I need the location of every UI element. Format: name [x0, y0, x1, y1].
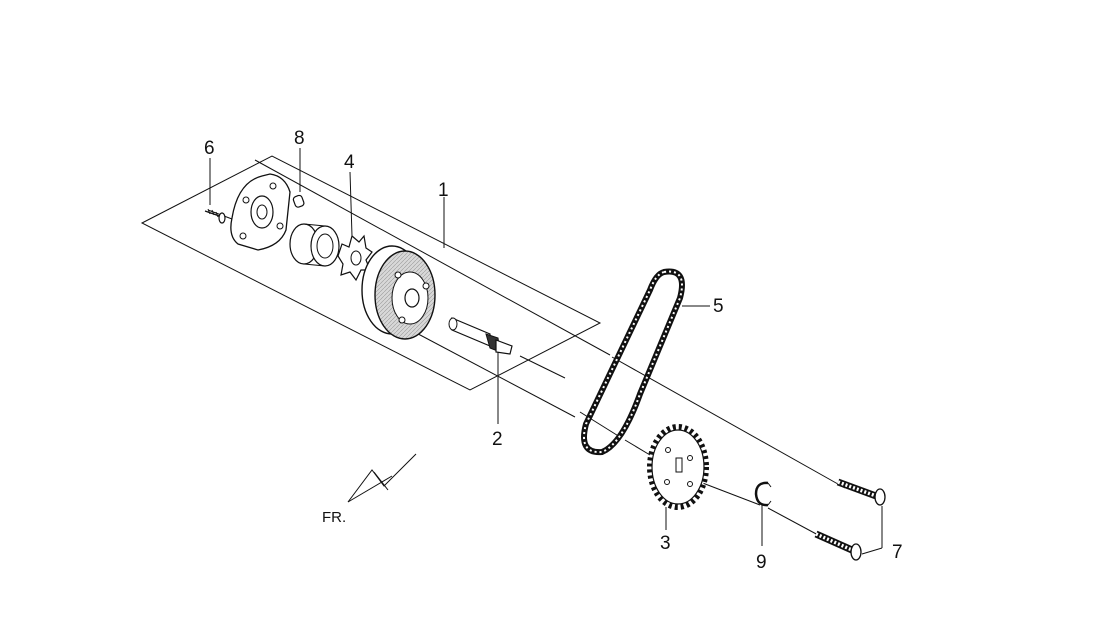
screw-part-6 — [204, 208, 226, 224]
pump-shaft-part-2 — [448, 317, 513, 355]
assembly-axis-lines — [207, 159, 846, 537]
assembly-outline-1 — [140, 155, 602, 391]
callout-4: 4 — [344, 152, 355, 173]
callout-1: 1 — [438, 180, 449, 201]
leader-lines — [209, 148, 883, 555]
pump-cover — [230, 173, 291, 251]
outer-rotor — [289, 223, 340, 267]
drive-chain-part-5 — [581, 268, 685, 456]
callout-9: 9 — [756, 552, 767, 573]
callout-7: 7 — [892, 542, 903, 563]
inner-rotor-part-4 — [337, 234, 373, 282]
bolt-upper-part-7 — [836, 478, 886, 506]
sprocket-part-3 — [647, 424, 709, 510]
front-direction-label: FR. — [322, 509, 346, 526]
callout-8: 8 — [294, 128, 305, 149]
callout-3: 3 — [660, 533, 671, 554]
circlip-part-9 — [754, 481, 772, 507]
dowel-pin-part-8 — [292, 194, 305, 208]
front-direction-arrow — [347, 453, 417, 503]
pump-body — [361, 245, 436, 340]
bolt-lower-part-7 — [814, 530, 862, 561]
callout-5: 5 — [713, 296, 724, 317]
callout-2: 2 — [492, 429, 503, 450]
callout-6: 6 — [204, 138, 215, 159]
